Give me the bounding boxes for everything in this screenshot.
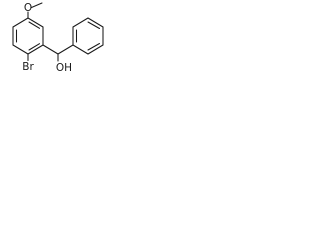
methoxy-group: O <box>24 2 43 19</box>
ring-double-bond <box>87 21 101 30</box>
methoxy-oxygen-label: O <box>24 2 32 14</box>
ring-bond <box>87 17 104 28</box>
ring-bond <box>27 17 44 28</box>
oxygen-to-methyl-bond <box>30 2 43 9</box>
ring-bond <box>27 44 44 55</box>
bromo-substituent: Br <box>22 53 34 73</box>
ring-double-bond <box>87 42 101 51</box>
phenyl-ring <box>72 17 104 55</box>
ring-bond <box>72 44 89 55</box>
ring-double-bond <box>28 43 41 51</box>
ring-bond <box>12 17 29 28</box>
bromine-label: Br <box>22 61 34 73</box>
ring-bond <box>72 17 89 28</box>
ring-to-carbinol-bond <box>42 44 59 55</box>
ring-bond <box>87 44 104 55</box>
ring-double-bond <box>28 21 41 29</box>
carbinol-center: OH <box>42 44 74 74</box>
left-benzene-ring <box>12 17 44 55</box>
ring-bond <box>12 44 29 55</box>
hydroxyl-label: OH <box>56 62 72 74</box>
chemical-structure-diagram: O Br OH <box>12 2 104 74</box>
carbinol-to-phenyl-bond <box>57 44 74 55</box>
